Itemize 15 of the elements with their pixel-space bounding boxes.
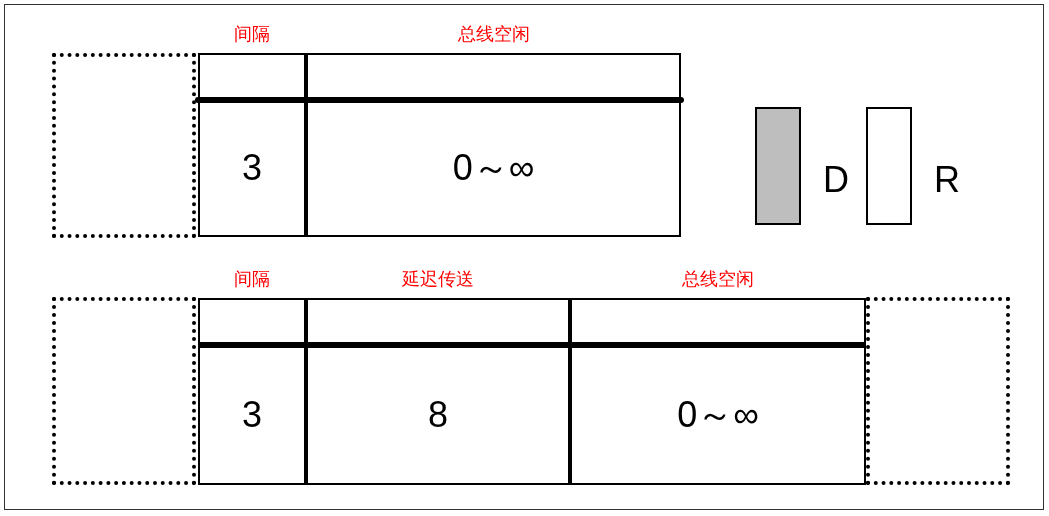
legend-label: D <box>823 158 849 202</box>
field-value: 0～∞ <box>452 146 535 190</box>
field-value: 8 <box>428 392 448 437</box>
field-heading: 总线空闲 <box>681 268 755 291</box>
dotted-box <box>866 297 1010 485</box>
legend-label: R <box>934 158 960 202</box>
field-heading: 延迟传送 <box>401 268 475 291</box>
field-value: 3 <box>242 392 262 437</box>
field-heading: 间隔 <box>233 268 271 291</box>
dotted-box <box>52 53 196 238</box>
field-heading: 总线空闲 <box>456 23 531 46</box>
dotted-box <box>52 297 196 485</box>
field-value: 3 <box>242 146 262 190</box>
field-heading: 间隔 <box>233 23 271 46</box>
field-value: 0～∞ <box>677 392 759 437</box>
